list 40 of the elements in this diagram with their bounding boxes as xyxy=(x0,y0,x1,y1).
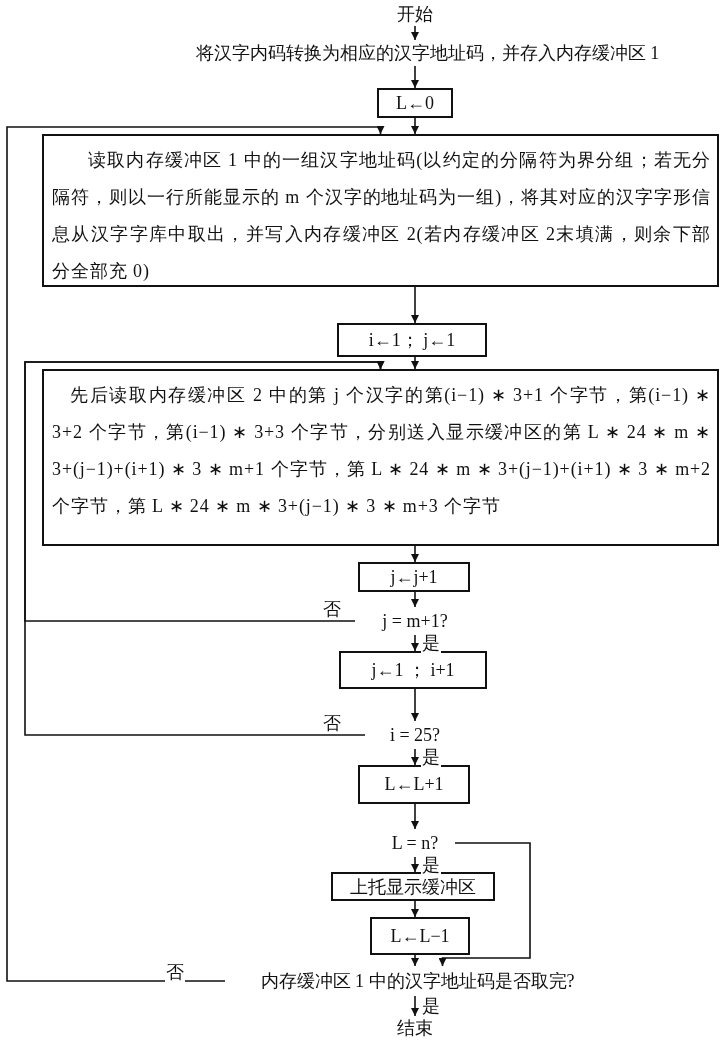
condition-text: L = n? xyxy=(375,829,455,857)
arrow xyxy=(411,748,419,766)
condition-text: 内存缓冲区 1 中的汉字地址码是否取完? xyxy=(225,966,610,996)
arrow xyxy=(411,634,419,652)
start-label: 开始 xyxy=(385,2,445,26)
arrow xyxy=(411,356,419,370)
process-box: i←1； j←1 xyxy=(337,323,487,357)
process-box: 先后读取内存缓冲区 2 中的第 j 个汉字的第(i−1) ∗ 3+1 个字节，第(i−1) ∗ 3+2 个字节，第(i−1) ∗ 3+3 个字节，分别送入显示缓冲区的第 L ∗ 24 ∗ m ∗ 3+(j−1)+(i+1) ∗ 3 ∗ m+1 个字节，第 L ∗ 24 ∗ m ∗ 3+(j−1)+(i+1) ∗ 3 ∗ m+2 个字节，第 L ∗ 24 ∗ m ∗ 3+(j−1) ∗ 3 ∗ m+3 个字节 xyxy=(42,369,719,546)
arrow xyxy=(411,900,419,918)
process-box: L←L−1 xyxy=(370,917,470,955)
arrow xyxy=(411,25,419,41)
condition-text: i = 25? xyxy=(365,721,465,749)
arrow xyxy=(24,361,385,736)
arrow xyxy=(411,688,419,722)
arrow xyxy=(438,842,531,967)
arrow xyxy=(411,545,419,563)
arrow xyxy=(6,126,385,982)
end-label: 结束 xyxy=(385,1016,445,1040)
process-box: j←1 ； i+1 xyxy=(339,651,487,689)
arrow xyxy=(411,803,419,830)
arrow xyxy=(411,117,419,135)
edge-label: 否 xyxy=(322,599,342,619)
arrow xyxy=(411,591,419,608)
arrow xyxy=(411,995,419,1017)
step-text: 将汉字内码转换为相应的汉字地址码，并存入内存缓冲区 1 xyxy=(140,40,715,66)
condition-text: j = m+1? xyxy=(355,607,475,635)
edge-label: 是 xyxy=(421,633,441,653)
process-box: j←j+1 xyxy=(358,562,470,592)
process-box: L←0 xyxy=(377,88,453,118)
arrow xyxy=(411,65,419,89)
arrow xyxy=(411,856,419,873)
process-box: 读取内存缓冲区 1 中的一组汉字地址码(以约定的分隔符为界分组；若无分隔符，则以一行所能显示的 m 个汉字的地址码为一组)，将其对应的汉字字形信息从汉字字库中取出，并写入内存缓冲区 2(若内存缓冲区 2末填满，则余下部分全部充 0) xyxy=(42,134,719,287)
edge-label: 是 xyxy=(421,854,441,875)
edge-label: 是 xyxy=(421,996,441,1016)
process-box: L←L+1 xyxy=(358,765,470,804)
edge-label: 是 xyxy=(421,747,441,767)
arrow xyxy=(411,286,419,324)
edge-label: 否 xyxy=(165,962,185,982)
edge-label: 否 xyxy=(322,713,342,733)
arrow xyxy=(411,954,419,967)
